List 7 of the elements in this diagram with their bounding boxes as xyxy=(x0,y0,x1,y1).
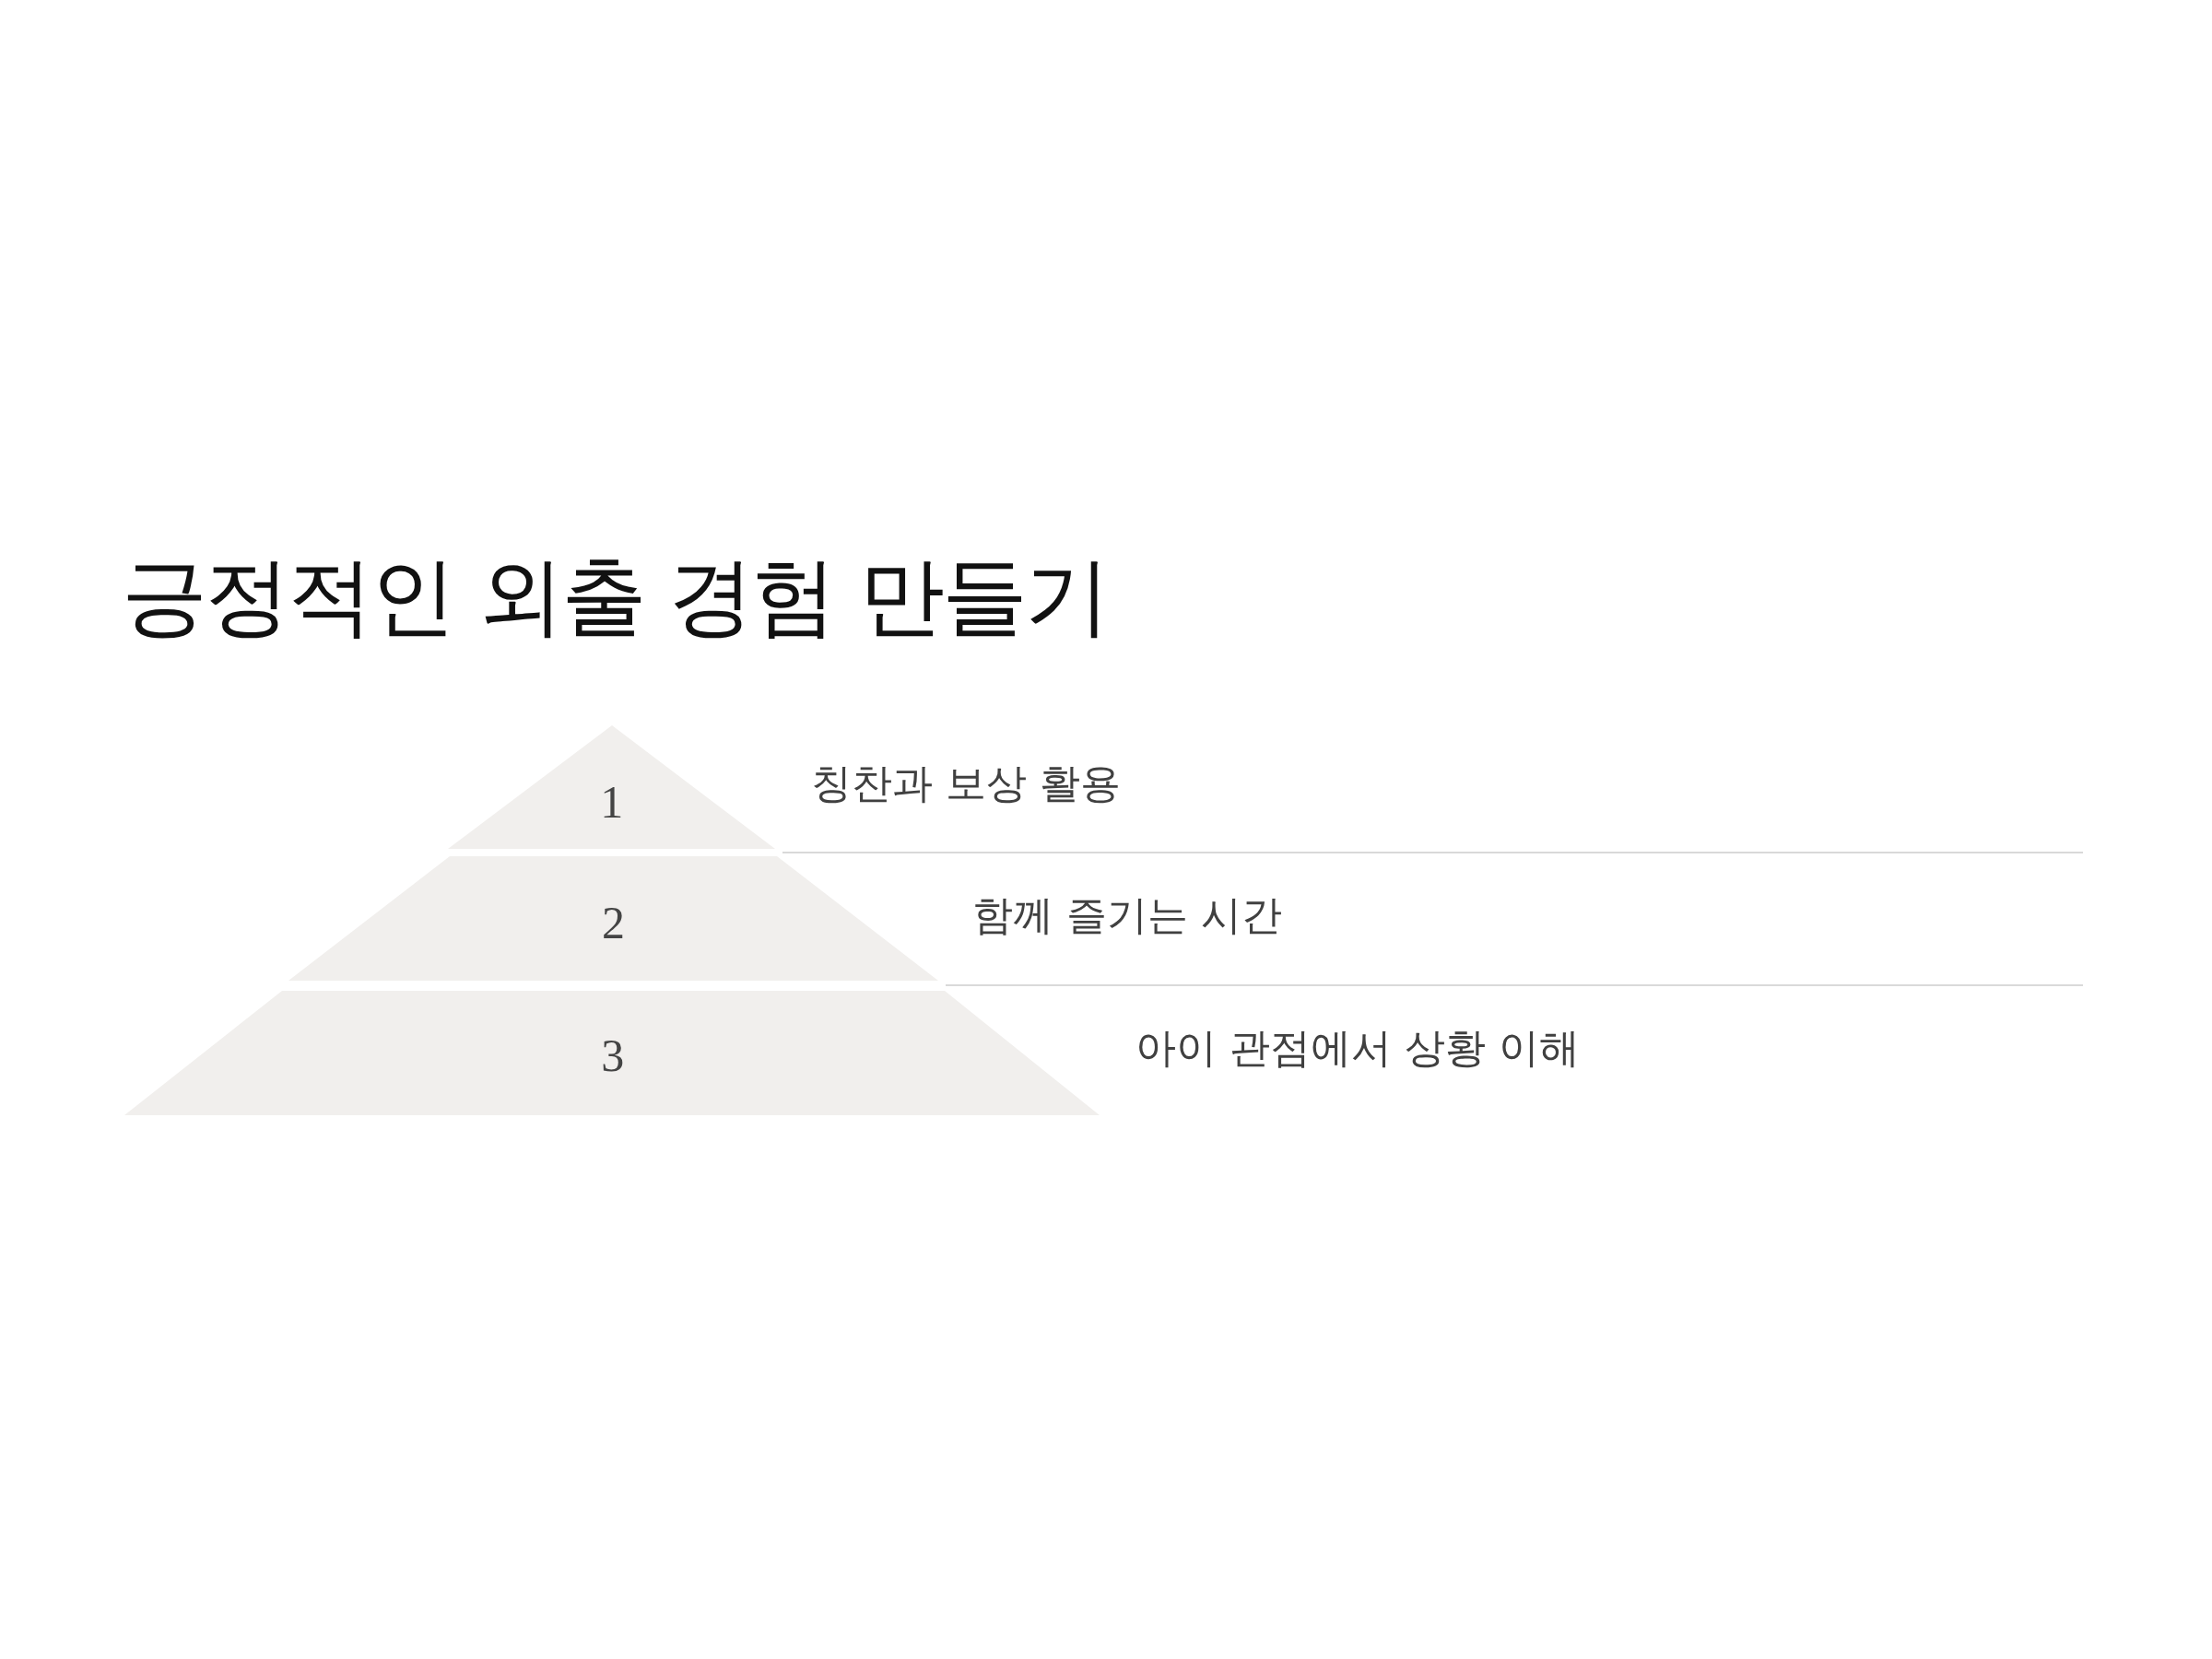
tier-caption: 함께 즐기는 시간 xyxy=(972,891,1282,940)
title: 긍정적인 외출 경험 만들기 xyxy=(122,549,1108,644)
tier-caption: 아이 관점에서 상황 이해 xyxy=(1135,1024,1580,1073)
tier-number: 2 xyxy=(602,900,625,946)
tier-caption: 칭찬과 보상 활용 xyxy=(811,759,1121,808)
tier-number: 1 xyxy=(600,779,624,825)
tier-number: 3 xyxy=(601,1032,625,1078)
